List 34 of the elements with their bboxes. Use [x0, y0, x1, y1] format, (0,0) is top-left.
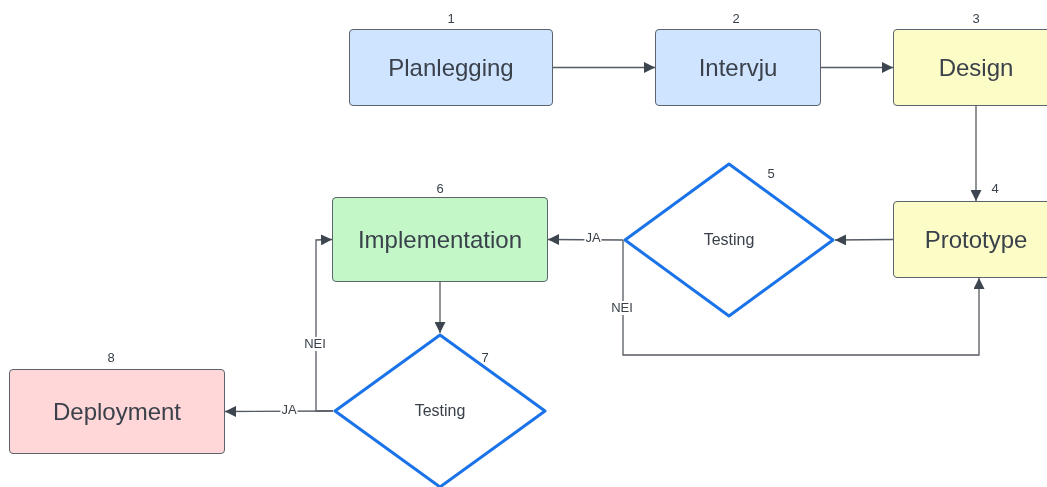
decision-diamond — [333, 333, 547, 487]
step-number: 5 — [767, 165, 775, 181]
arrow — [970, 105, 982, 202]
node-label: Deployment — [52, 397, 182, 426]
arrow — [820, 62, 894, 73]
process-box — [655, 29, 821, 106]
node-label: Intervju — [698, 53, 778, 82]
node-label: Prototype — [924, 225, 1028, 254]
arrow — [434, 281, 446, 334]
edge-label: JA — [280, 403, 298, 417]
step-number: 7 — [481, 349, 489, 365]
arrow — [834, 234, 894, 246]
step-number: 4 — [991, 180, 999, 196]
step-number: 2 — [732, 10, 740, 26]
step-number: 3 — [972, 10, 980, 26]
process-box — [9, 369, 225, 454]
process-box — [893, 201, 1047, 278]
node-label: Testing — [414, 402, 466, 420]
arrow — [622, 239, 985, 356]
node-label: Testing — [703, 231, 755, 249]
process-box — [349, 29, 553, 106]
node-label: Design — [938, 53, 1014, 82]
step-number: 1 — [447, 10, 455, 26]
arrow — [552, 62, 656, 73]
node-label: Planlegging — [388, 53, 514, 82]
edge-label: NEI — [610, 301, 634, 315]
process-box — [332, 197, 548, 282]
node-label: Implementation — [357, 225, 523, 254]
process-box — [893, 29, 1047, 106]
step-number: 8 — [107, 349, 115, 365]
arrow — [315, 234, 334, 412]
edge-label: NEI — [303, 337, 327, 351]
edge-label: JA — [584, 231, 602, 245]
step-number: 6 — [436, 180, 444, 196]
